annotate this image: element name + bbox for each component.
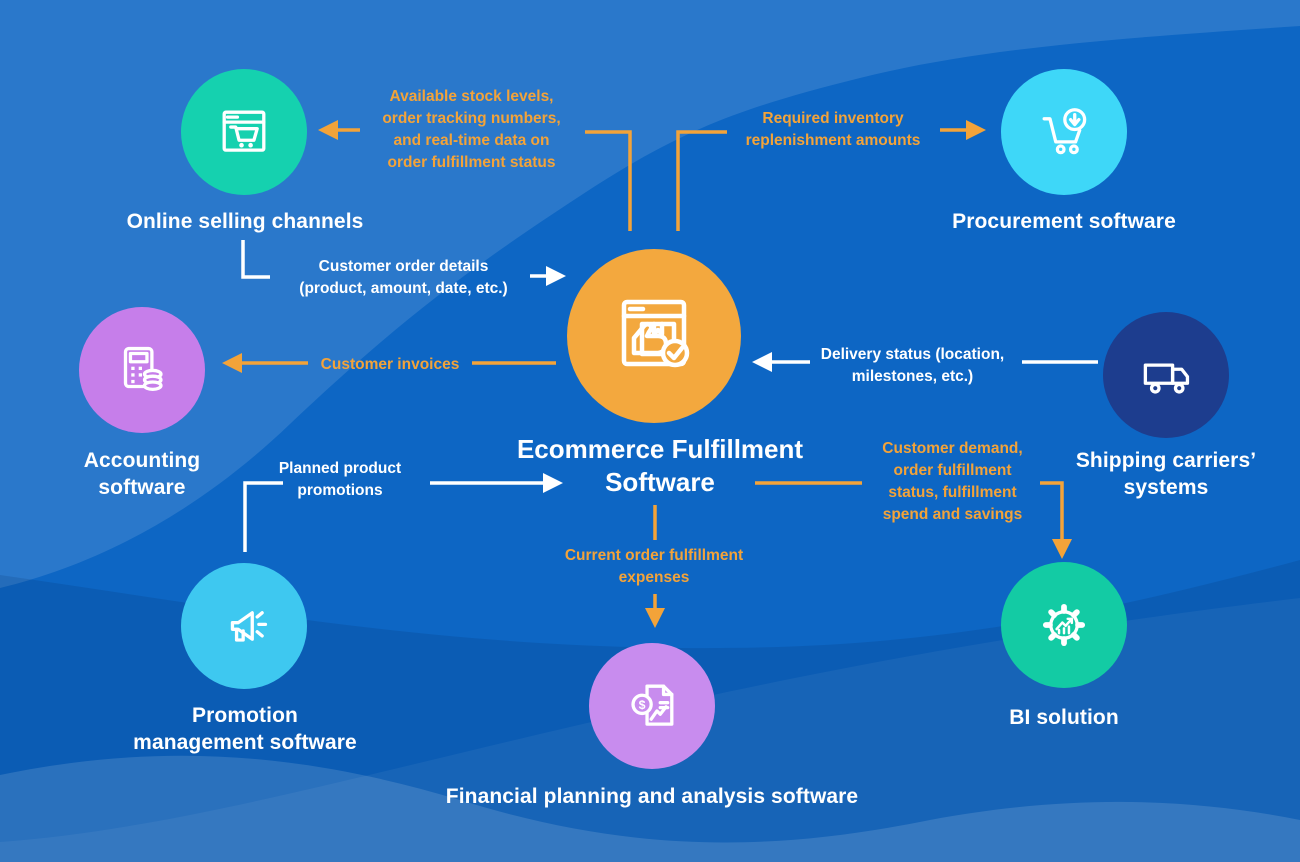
document-dollar-icon: $ (631, 684, 674, 726)
wave-top-light (0, 0, 1300, 588)
arrowhead-to-accounting (222, 353, 242, 373)
node-ecommerce-fulfillment (567, 249, 741, 423)
flow-label-available-stock: Available stock levels, order tracking n… (382, 88, 561, 171)
node-financial-planning: $ (589, 643, 715, 769)
node-label-financial-planning: Financial planning and analysis software (445, 785, 859, 808)
cart-download-icon (1042, 108, 1087, 155)
node-label-accounting-software: Accounting software (83, 449, 201, 499)
arrowhead-to-procurement (966, 120, 986, 140)
truck-icon (1143, 363, 1190, 394)
node-shipping-carriers-systems (1103, 312, 1229, 438)
node-accounting-software (79, 307, 205, 433)
arrowhead-promotions (543, 473, 563, 493)
node-online-selling-channels (181, 69, 307, 195)
node-label-promotion-management-software: Promotion management software (133, 704, 357, 754)
node-procurement-software (1001, 69, 1127, 195)
dollar-glyph: $ (639, 698, 646, 712)
white-arrowheads (543, 266, 772, 493)
node-label-shipping-carriers-systems: Shipping carriers’ systems (1075, 449, 1257, 499)
node-label-bi-solution: BI solution (1009, 706, 1119, 729)
node-label-procurement-software: Procurement software (952, 210, 1176, 233)
flow-label-customer-invoices: Customer invoices (320, 356, 460, 373)
arrowhead-order-details (546, 266, 566, 286)
flow-label-required-inventory: Required inventory replenishment amounts (745, 110, 921, 149)
megaphone-icon (230, 611, 268, 642)
wave-bottom-light (0, 755, 1300, 862)
flow-label-current-expenses: Current order fulfillment expenses (564, 547, 744, 586)
orange-arrowheads (222, 120, 1072, 628)
orange-connectors (242, 128, 1064, 608)
calculator-coins-icon (123, 346, 163, 392)
node-promotion-management-software (181, 563, 307, 689)
arrowhead-delivery (752, 352, 772, 372)
online-store-cart-icon (222, 110, 266, 152)
gear-chart-icon (1042, 603, 1086, 647)
connector-promotion-elbow (243, 481, 283, 552)
flow-label-customer-order-details: Customer order details (product, amount,… (299, 258, 508, 297)
diagram-title: Ecommerce Fulfillment Software (516, 434, 804, 498)
flow-label-planned-promotions: Planned product promotions (278, 460, 402, 499)
flow-label-delivery-status: Delivery status (location, milestones, e… (820, 346, 1005, 385)
package-thumbsup-check-icon (621, 299, 690, 368)
arrowhead-to-bi (1052, 539, 1072, 559)
white-connectors (241, 240, 1098, 552)
flow-label-customer-demand: Customer demand, order fulfillment statu… (882, 440, 1023, 523)
connector-online-elbow (241, 240, 270, 279)
arrowhead-to-online (318, 120, 338, 140)
node-label-online-selling-channels: Online selling channels (126, 210, 364, 233)
arrowhead-to-financial (645, 608, 665, 628)
connector-demand-to-bi (1040, 481, 1064, 540)
node-bi-solution (1001, 562, 1127, 688)
connector-center-to-procurement (676, 130, 727, 231)
connector-center-to-online (585, 130, 632, 231)
